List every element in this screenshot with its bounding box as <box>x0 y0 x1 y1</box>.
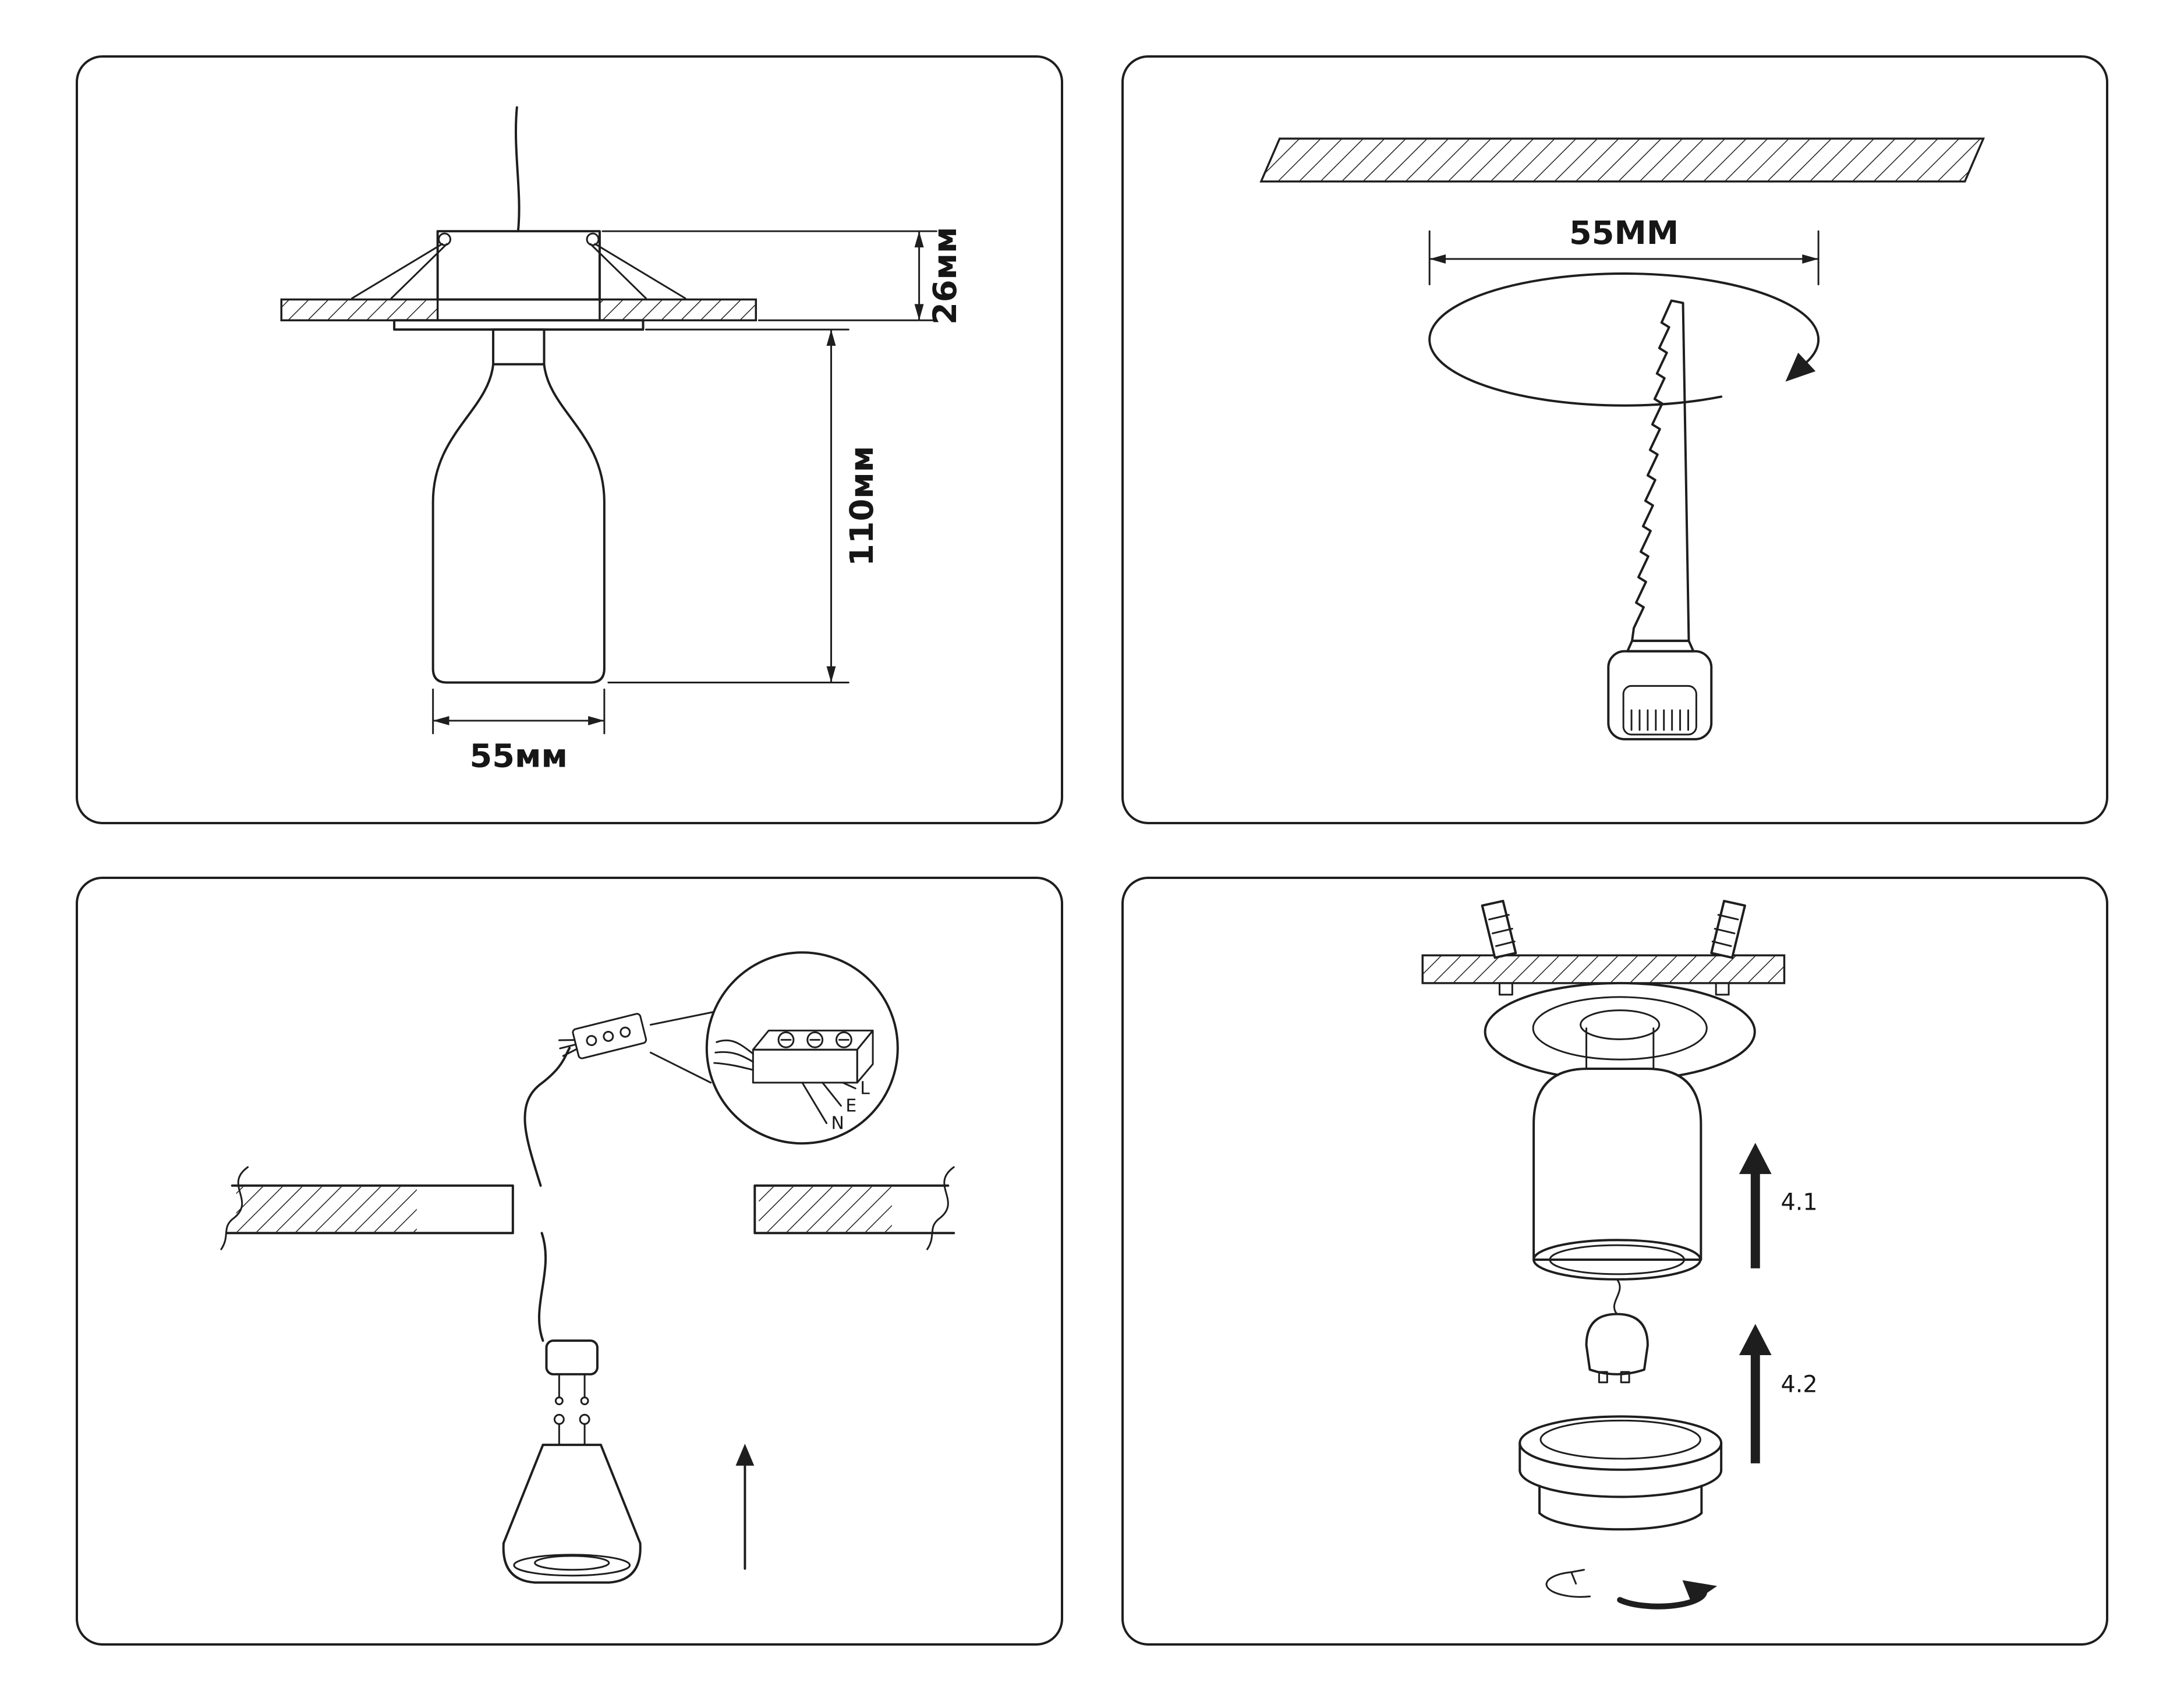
spring-clip-right <box>1709 899 1746 996</box>
mounting-can <box>436 230 601 301</box>
fixture-dimensions-icon: 26мм 110мм 55мм <box>280 106 964 775</box>
magnifier-callout: L E N <box>649 951 899 1145</box>
panel-wiring: L E N <box>76 877 1063 1646</box>
trim-ring <box>1484 981 1756 1082</box>
gx53-lamp <box>1518 1415 1722 1531</box>
ceiling-hatch-band <box>1259 137 1985 183</box>
hole-saw-blade <box>1606 299 1712 740</box>
dim-recess-label: 26мм <box>926 226 964 324</box>
terminal-block-small <box>558 1013 647 1059</box>
panel-assembly: 4.1 4.2 <box>1121 877 2108 1646</box>
step-arrow-4-2: 4.2 <box>1739 1324 1817 1463</box>
rotate-arrows <box>1545 1569 1717 1610</box>
supply-cable <box>523 1047 571 1187</box>
saw-arbor <box>1626 639 1694 653</box>
recessed-spotlight-side-view <box>280 106 758 684</box>
dimension-110mm: 110мм <box>607 328 881 683</box>
label-earth: E <box>845 1096 856 1116</box>
spring-clip-left <box>1481 899 1517 996</box>
break-symbol-left <box>220 1166 249 1250</box>
ceiling-band <box>1421 954 1785 984</box>
dim-height-label: 110мм <box>843 446 881 566</box>
hole-saw-icon: 55MM <box>1259 137 1985 740</box>
dimension-55mm: 55мм <box>432 688 606 775</box>
label-neutral: N <box>831 1113 844 1133</box>
lamp-socket <box>1585 1278 1649 1384</box>
hole-diameter-label: 55MM <box>1569 214 1679 252</box>
lamp-connector <box>545 1339 599 1405</box>
step-arrow-4-1: 4.1 <box>1739 1143 1817 1268</box>
rotation-arrowhead <box>1785 352 1815 382</box>
terminal-block-icon: L E N <box>220 951 955 1584</box>
arbor-brush <box>1630 709 1689 731</box>
gu10-lamp <box>502 1413 642 1584</box>
insert-arrow-up <box>735 1444 755 1570</box>
wires-into-terminal <box>713 1039 754 1071</box>
cable-drop <box>538 1232 547 1342</box>
fixture-body <box>431 363 606 684</box>
spring-clips <box>351 243 686 299</box>
ceiling-section <box>220 1166 955 1250</box>
drill-rotation-circle <box>1428 272 1820 407</box>
panel-cutout: 55MM <box>1121 55 2108 824</box>
step-label-4-1: 4.1 <box>1781 1189 1817 1216</box>
dimension-55mm-hole: 55MM <box>1428 214 1820 286</box>
panel-dimensions: 26мм 110мм 55мм <box>76 55 1063 824</box>
label-live: L <box>860 1079 870 1099</box>
trim-flange <box>393 319 645 331</box>
power-cable <box>515 106 521 233</box>
ceiling-section-left <box>280 298 439 321</box>
ceiling-section-right <box>599 298 758 321</box>
break-symbol-right <box>926 1166 955 1250</box>
fixture-neck <box>492 328 546 366</box>
spotlight-body <box>1532 1068 1702 1281</box>
exploded-assembly-icon: 4.1 4.2 <box>1421 899 1817 1610</box>
dimension-26mm: 26мм <box>601 226 964 325</box>
step-label-4-2: 4.2 <box>1781 1371 1817 1398</box>
dim-diameter-label: 55мм <box>470 738 568 775</box>
